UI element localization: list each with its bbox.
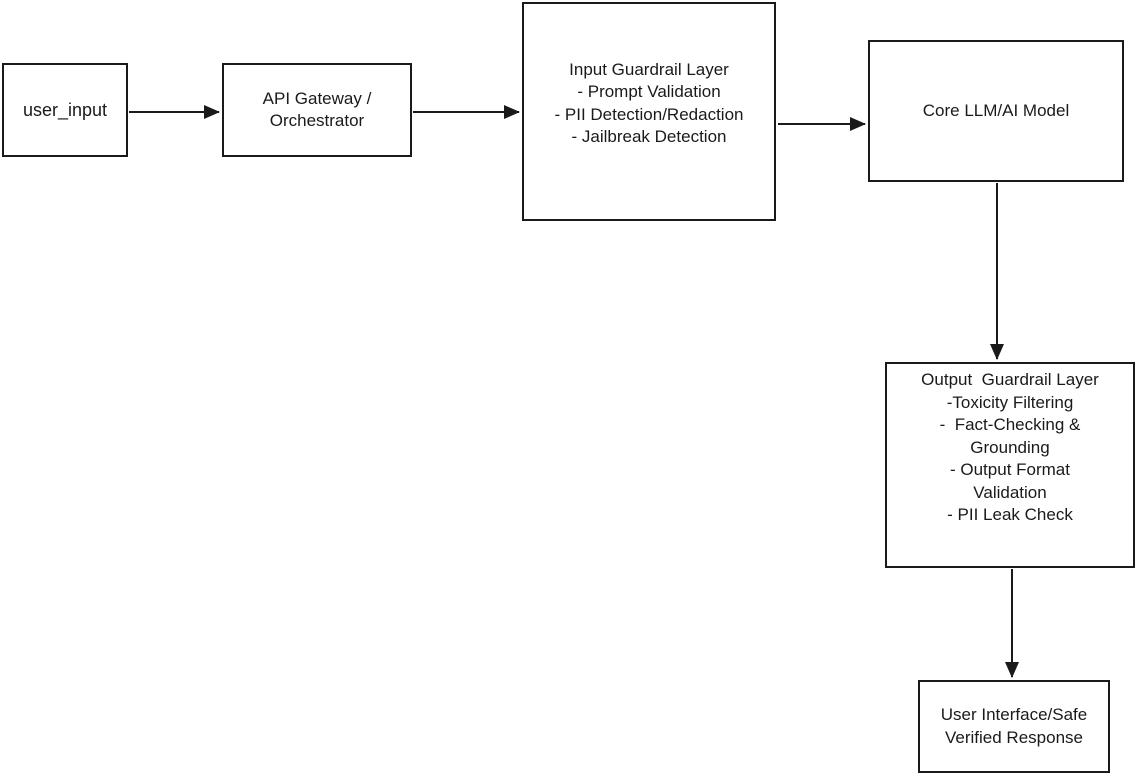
node-api-gateway-line: Orchestrator [269,111,365,130]
node-user-input: user_input [2,63,128,157]
node-output-guardrail-item: - Fact-Checking & [939,415,1081,434]
node-output-guardrail-layer: Output Guardrail Layer -Toxicity Filteri… [885,362,1135,568]
node-api-gateway-orchestrator: API Gateway / Orchestrator [222,63,412,157]
node-ui-response-line: User Interface/Safe [940,705,1088,724]
node-input-guardrail-title: Input Guardrail Layer [569,59,729,79]
node-output-guardrail-title: Output Guardrail Layer [921,370,1099,389]
node-user-input-label: user_input [22,99,108,120]
node-input-guardrail-item: - Prompt Validation [577,82,721,101]
node-output-guardrail-item: -Toxicity Filtering [946,392,1074,412]
node-user-interface-safe-response: User Interface/Safe Verified Response [918,680,1110,773]
node-output-guardrail-item: - PII Leak Check [947,505,1073,524]
node-output-guardrail-item: Grounding [970,437,1050,457]
node-output-guardrail-item: - Output Format [950,460,1070,479]
node-core-llm-ai-model: Core LLM/AI Model [868,40,1124,182]
node-input-guardrail-layer: Input Guardrail Layer - Prompt Validatio… [522,2,776,221]
node-input-guardrail-item: - PII Detection/Redaction [554,104,744,124]
node-api-gateway-line: API Gateway / [262,88,372,108]
node-ui-response-line: Verified Response [945,727,1083,747]
node-input-guardrail-item: - Jailbreak Detection [571,127,727,146]
node-output-guardrail-item: Validation [973,482,1047,502]
node-core-llm-label: Core LLM/AI Model [922,100,1070,120]
